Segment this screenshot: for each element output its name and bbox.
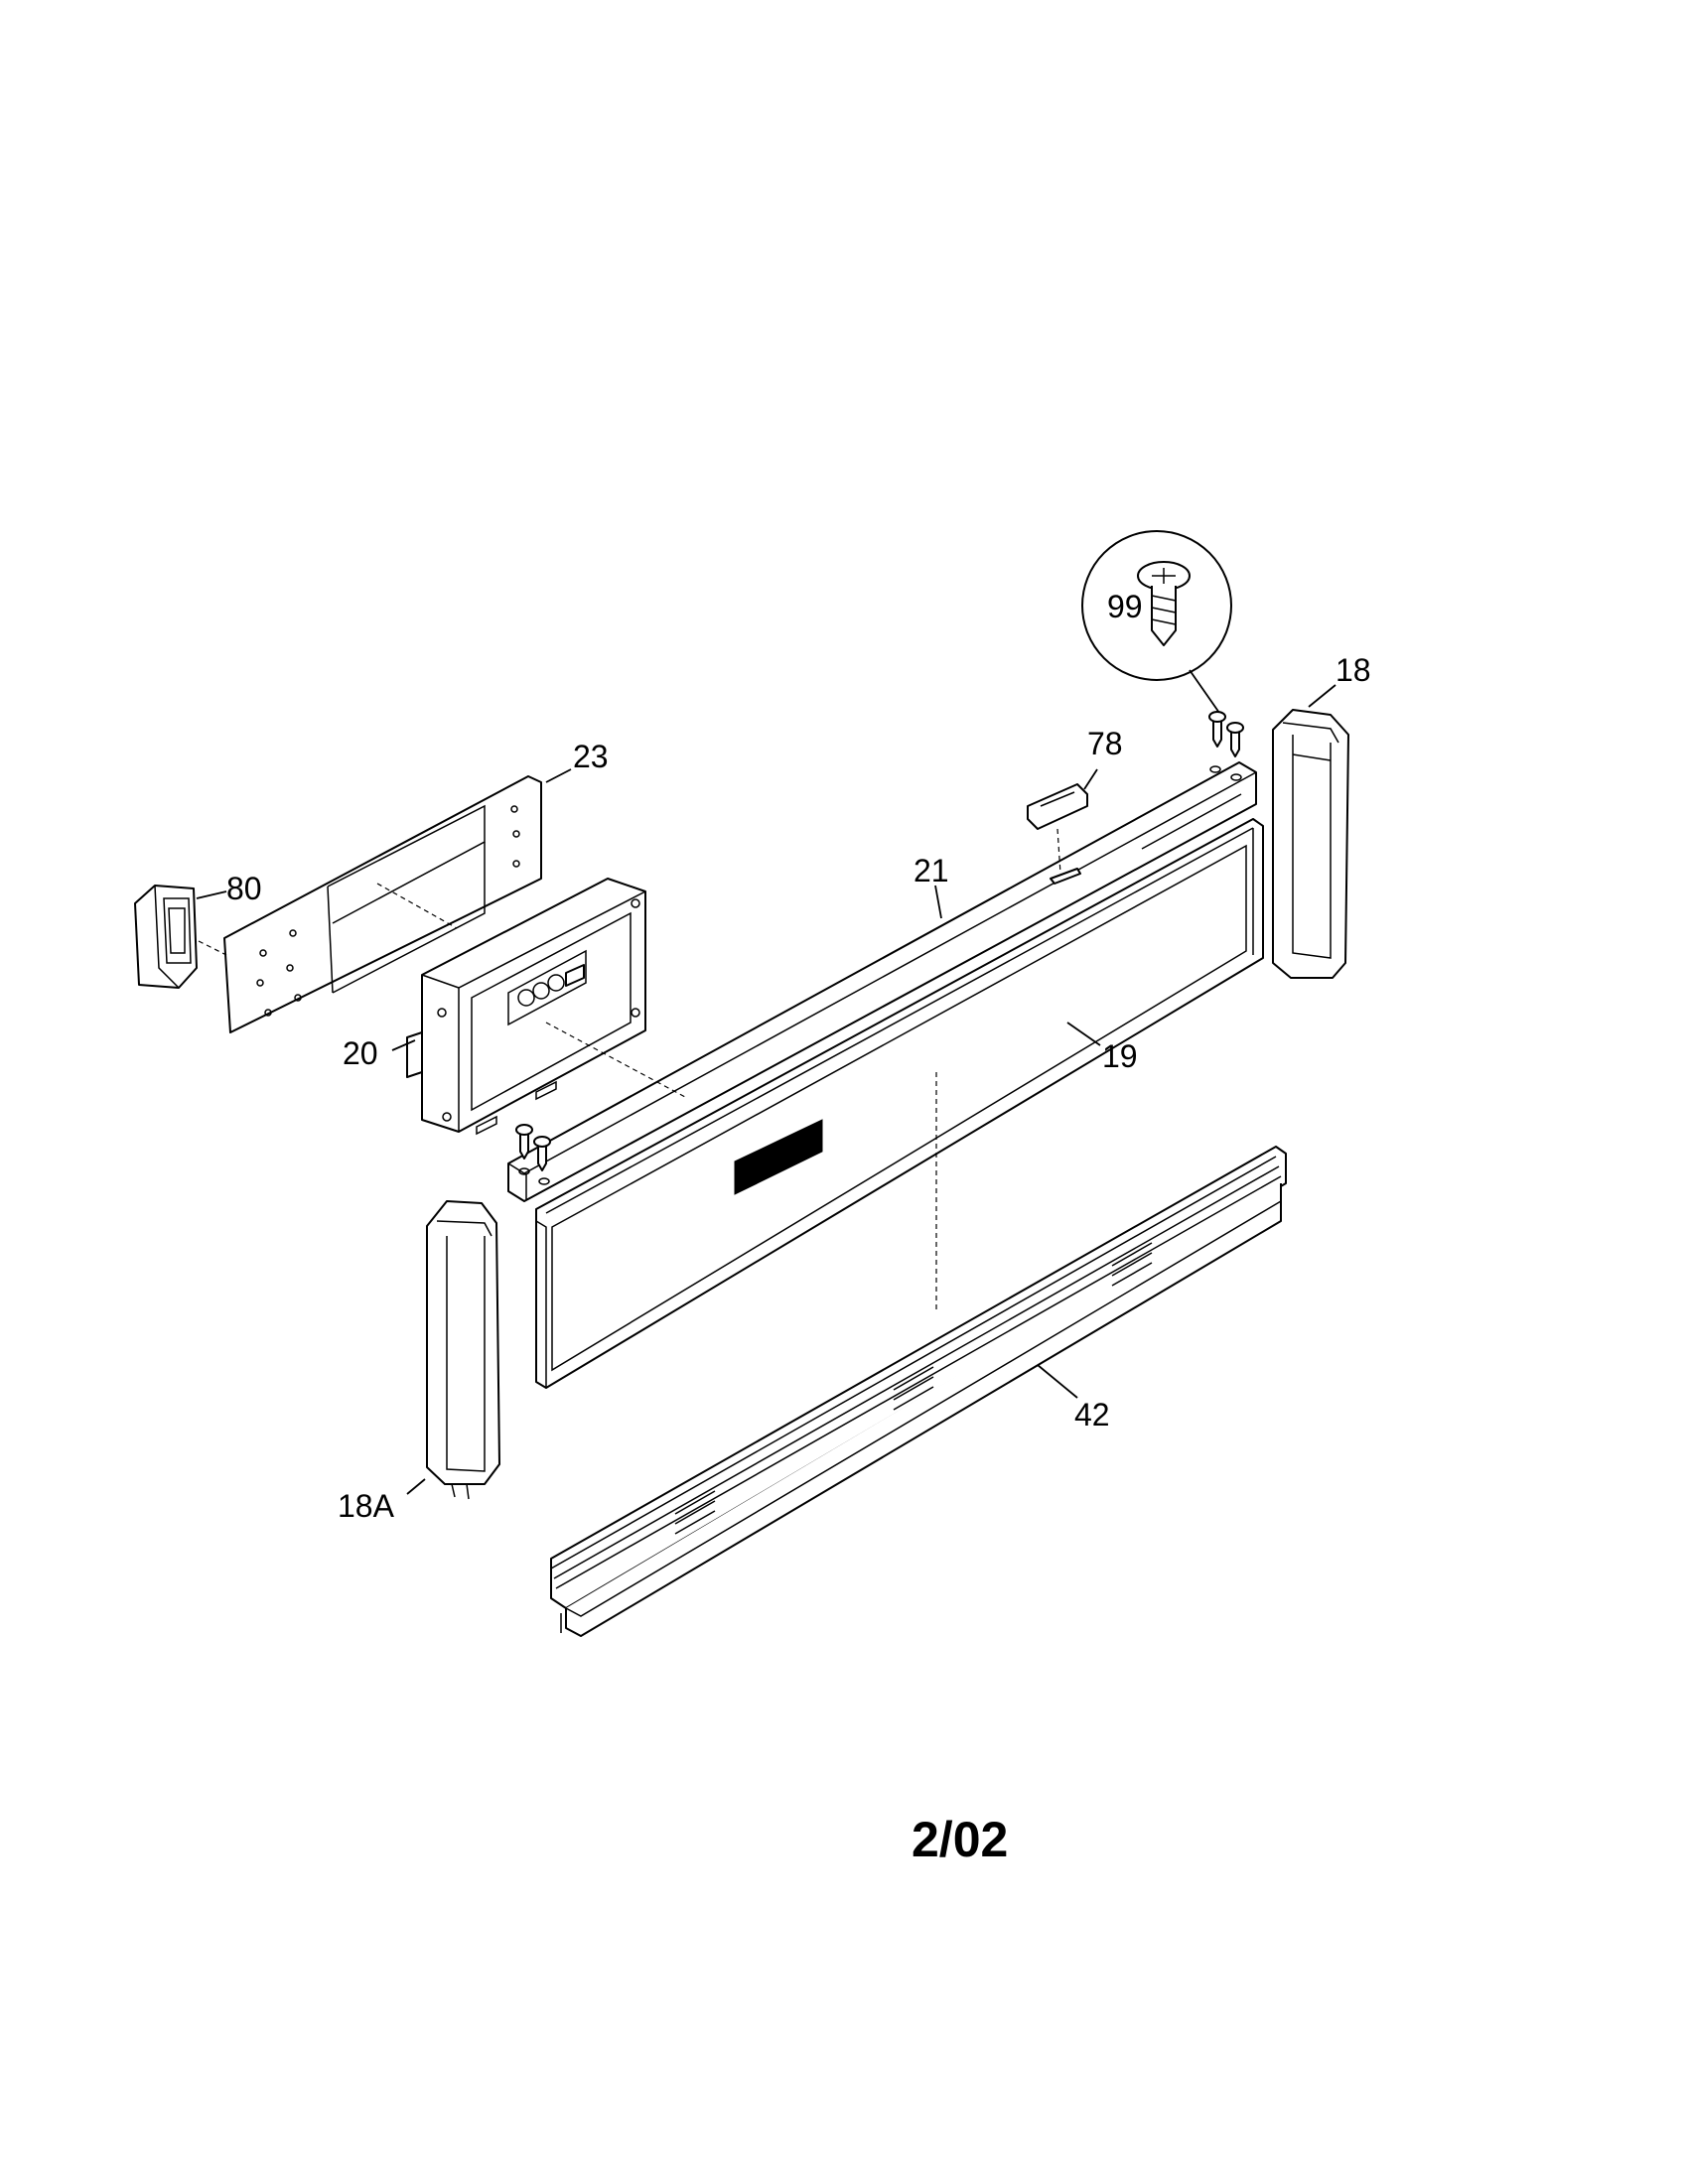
part-80-connector [134,885,227,989]
callout-19: 19 [1102,1038,1138,1074]
callout-20: 20 [343,1035,378,1071]
trim-screws-right [1208,711,1244,781]
callout-21: 21 [914,853,949,888]
part-99-screw-detail [1081,530,1232,714]
callout-18a: 18A [338,1488,395,1524]
part-18a-left-end-cap [406,1200,500,1500]
trim-screws-left [515,1124,551,1185]
callout-80: 80 [226,871,262,906]
part-42-vent-grille [550,1146,1287,1637]
part-18-right-end-cap [1272,684,1349,979]
callout-99: 99 [1107,589,1143,624]
part-23-mounting-plate [198,768,572,1033]
part-78-clip [1027,768,1098,885]
display-window [734,1119,823,1195]
callout-18: 18 [1336,652,1371,688]
callout-42: 42 [1074,1397,1110,1433]
date-code: 2/02 [912,1812,1008,1867]
callout-78: 78 [1087,726,1123,761]
part-19-control-panel [535,818,1264,1389]
callout-23: 23 [573,739,609,774]
part-20-control-module [391,878,686,1136]
vent-slots [674,1242,1153,1535]
